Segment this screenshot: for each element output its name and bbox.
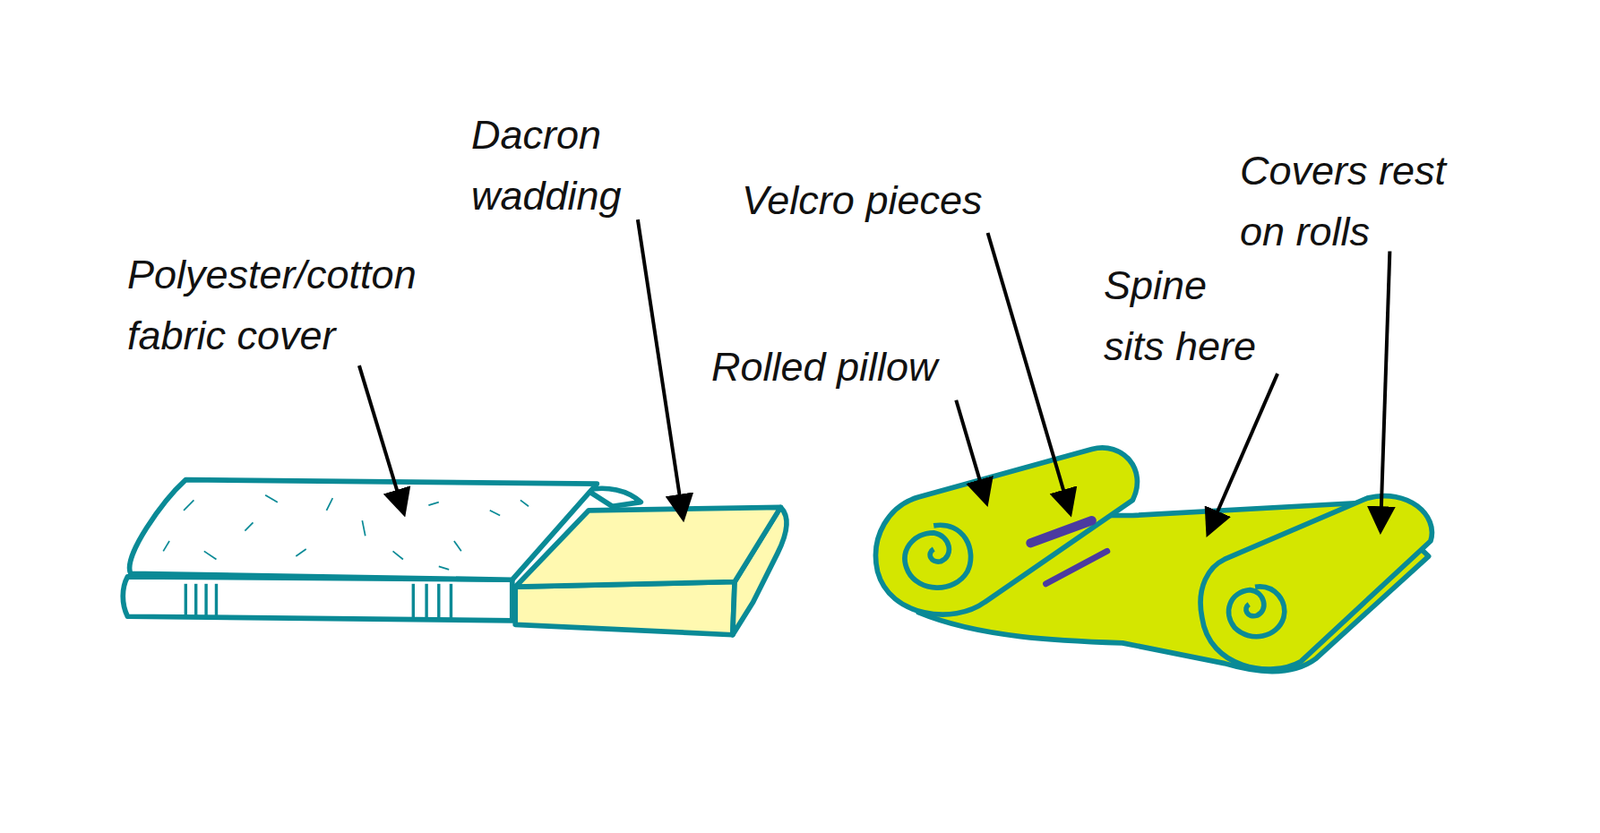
wadding-illustration — [515, 507, 787, 635]
part-label: Velcro pieces — [741, 170, 982, 232]
roll-support-illustration — [876, 447, 1433, 672]
part-label: Spine sits here — [1103, 255, 1270, 378]
part-label: Dacron wadding — [471, 104, 654, 227]
leader-arrows — [359, 219, 1390, 531]
part-label: Polyester/cotton fabric cover — [127, 244, 450, 367]
part-label: Rolled pillow — [711, 336, 938, 398]
part-label: Covers rest on rolls — [1239, 140, 1466, 263]
